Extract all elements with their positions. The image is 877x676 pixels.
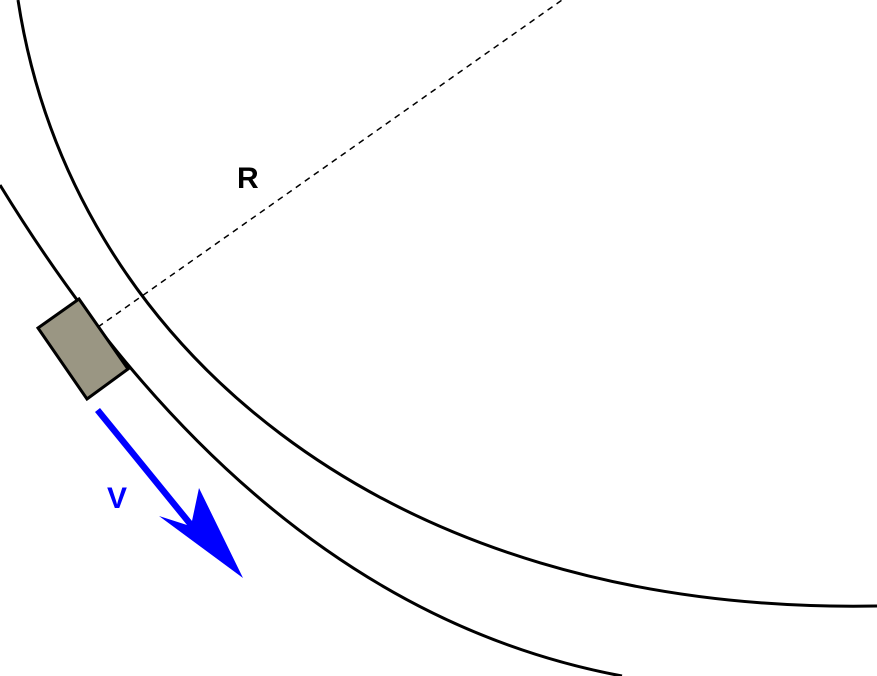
radius-label: R — [237, 162, 259, 195]
road-outer-edge — [0, 184, 623, 676]
car — [35, 296, 131, 402]
radius-line — [97, 0, 563, 328]
velocity-arrow — [95, 408, 243, 578]
velocity-label: V — [107, 482, 127, 515]
road-inner-edge — [16, 0, 877, 608]
